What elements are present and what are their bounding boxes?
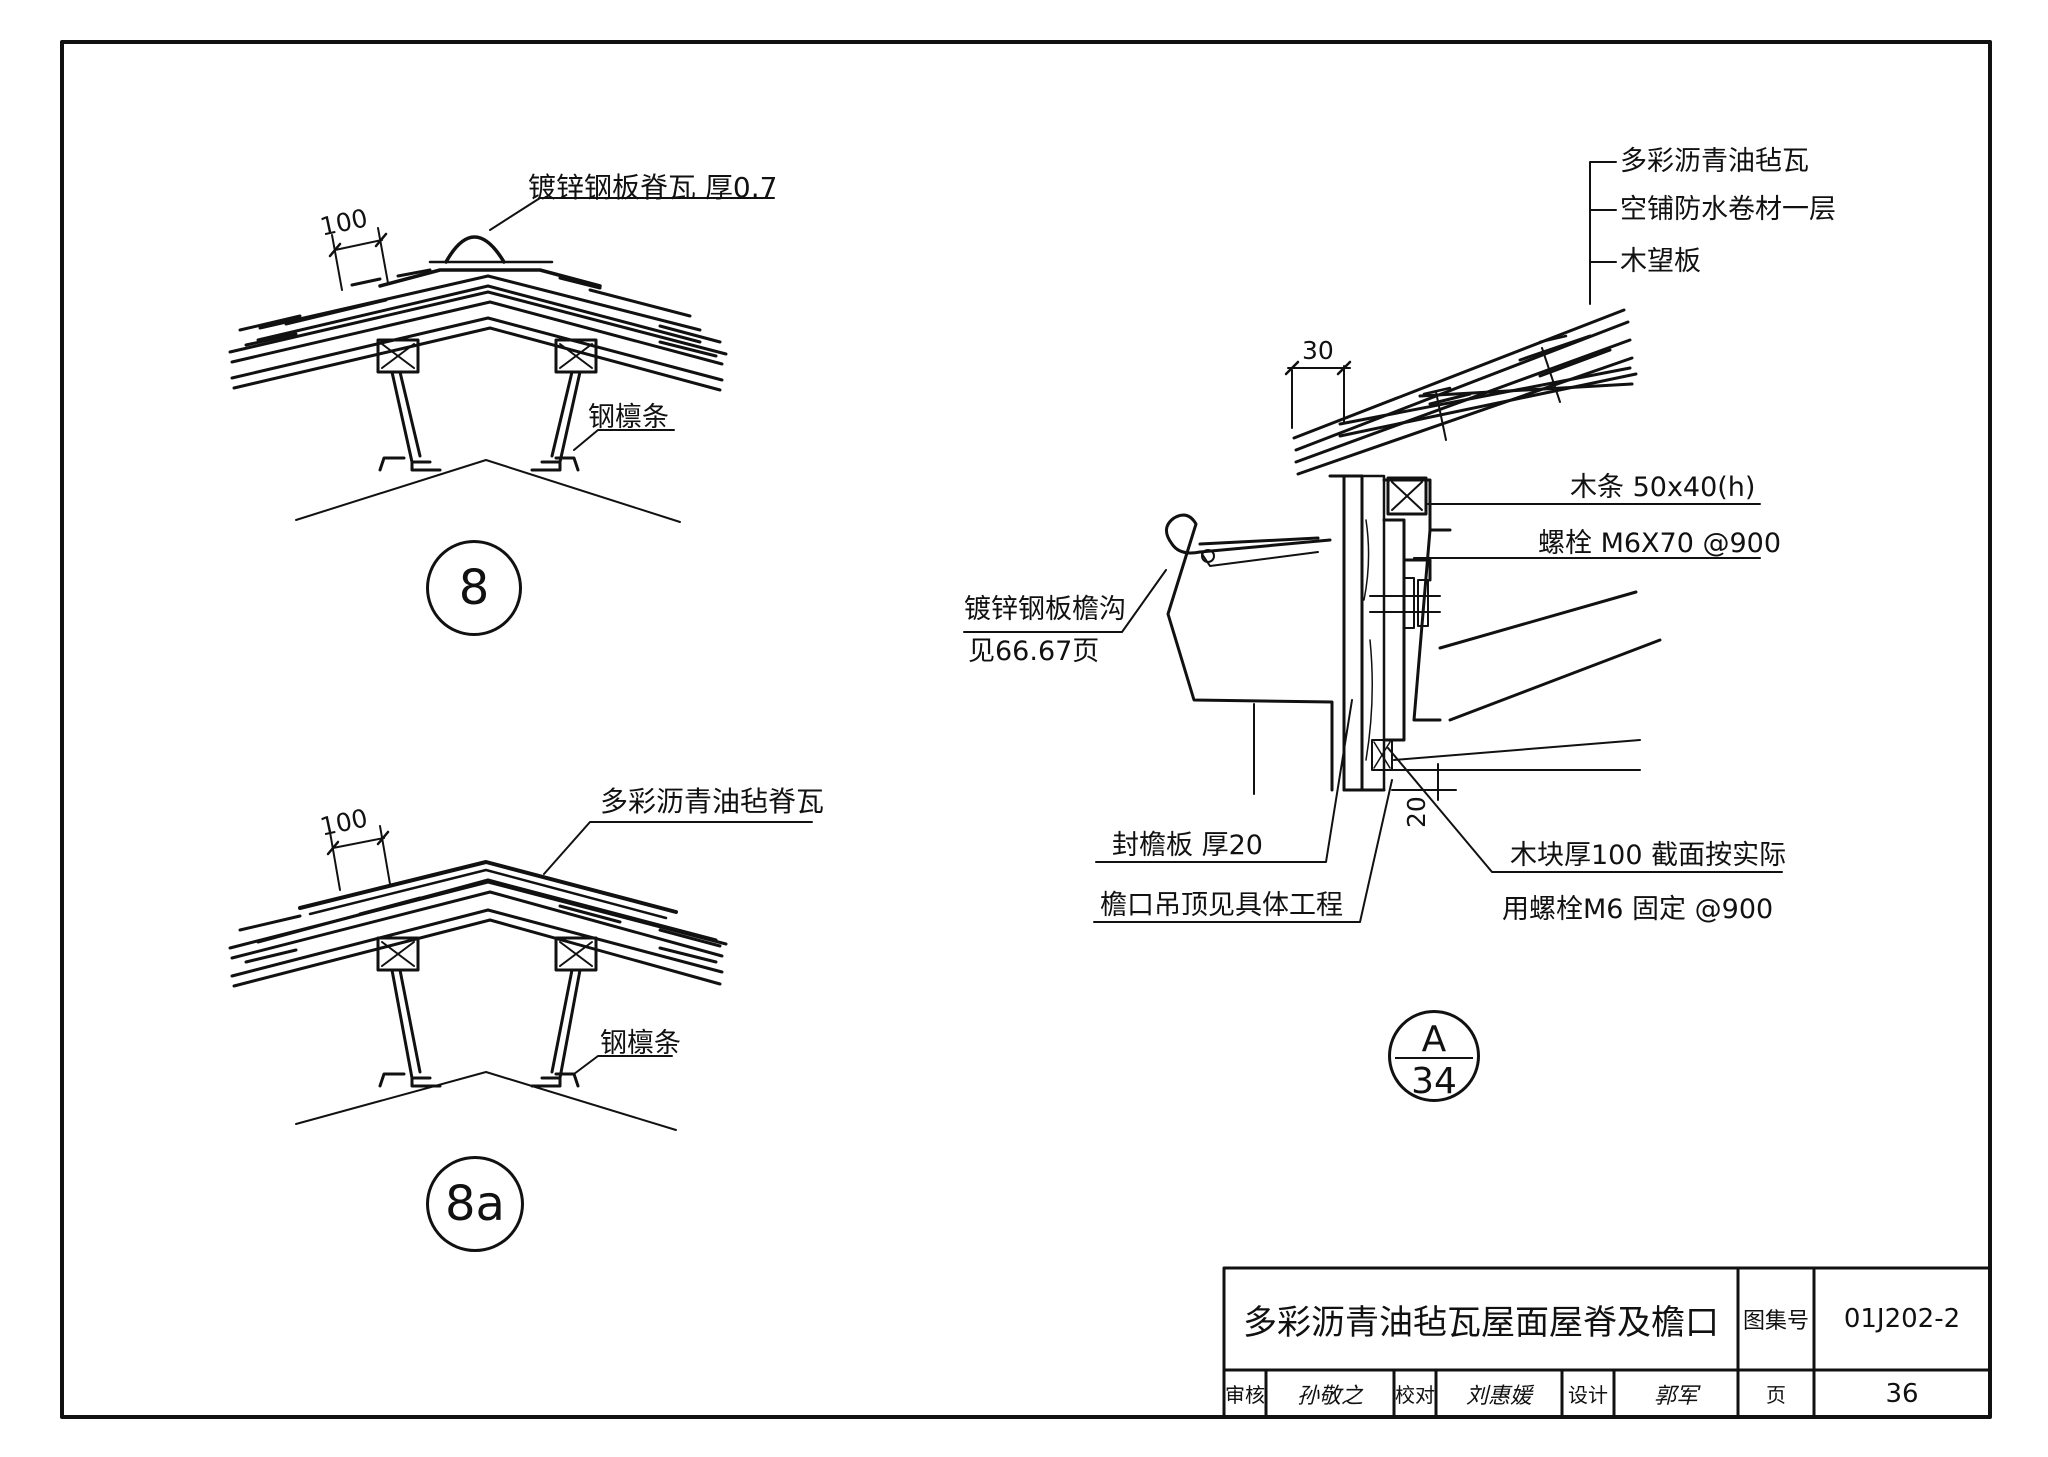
sheet-frame [60,40,1992,1419]
review-signature: 孙敬之 [1296,1383,1363,1409]
purlin-label: 钢檩条 [600,1028,681,1059]
detail-A-drawing [963,161,1783,923]
soffit-label: 檐口吊顶见具体工程 [1100,890,1343,921]
sheathing-board-label: 木望板 [1620,246,1701,277]
fascia-board-label: 封檐板 厚20 [1112,830,1263,861]
detail-ref-divider [1395,1057,1473,1059]
detail-A-34-marker: A 34 [1388,1010,1480,1102]
detail-8a-marker: 8a [426,1156,524,1252]
gutter-reference: 见66.67页 [968,636,1100,667]
detail-ref-bottom: 34 [1411,1061,1457,1102]
review-label: 审核 [1225,1383,1265,1407]
wood-block-fixing-label: 用螺栓M6 固定 @900 [1502,894,1774,925]
atlas-label: 图集号 [1742,1309,1809,1334]
title-block-frame [1222,1266,1992,1419]
batten-label: 木条 50x40(h) [1570,472,1756,503]
check-signature: 刘惠媛 [1465,1383,1532,1409]
design-label: 设计 [1568,1383,1608,1407]
page-number: 36 [1885,1378,1919,1409]
membrane-label: 空铺防水卷材一层 [1620,194,1836,225]
design-signature: 郭军 [1653,1383,1698,1409]
ridge-cap-label: 多彩沥青油毡脊瓦 [600,785,825,818]
check-label: 校对 [1395,1383,1435,1407]
detail-ref-top: A [1421,1019,1447,1060]
shingle-label: 多彩沥青油毡瓦 [1620,146,1809,177]
dimension-20: 20 [1402,796,1431,828]
atlas-number: 01J202-2 [1843,1304,1961,1334]
gutter-label: 镀锌钢板檐沟 [964,594,1126,625]
page-label: 页 [1766,1383,1786,1407]
detail-8-marker: 8 [426,540,522,636]
detail-8-drawing [228,197,775,523]
bolt-label: 螺栓 M6X70 @900 [1538,528,1782,559]
dimension-30: 30 [1302,336,1334,365]
purlin-label: 钢檩条 [588,402,669,433]
detail-8a-drawing [228,821,813,1131]
wood-block-label: 木块厚100 截面按实际 [1510,840,1787,871]
drawing-title: 多彩沥青油毡瓦屋面屋脊及檐口 [1243,1302,1719,1343]
ridge-cap-label: 镀锌钢板脊瓦 厚0.7 [528,171,778,204]
